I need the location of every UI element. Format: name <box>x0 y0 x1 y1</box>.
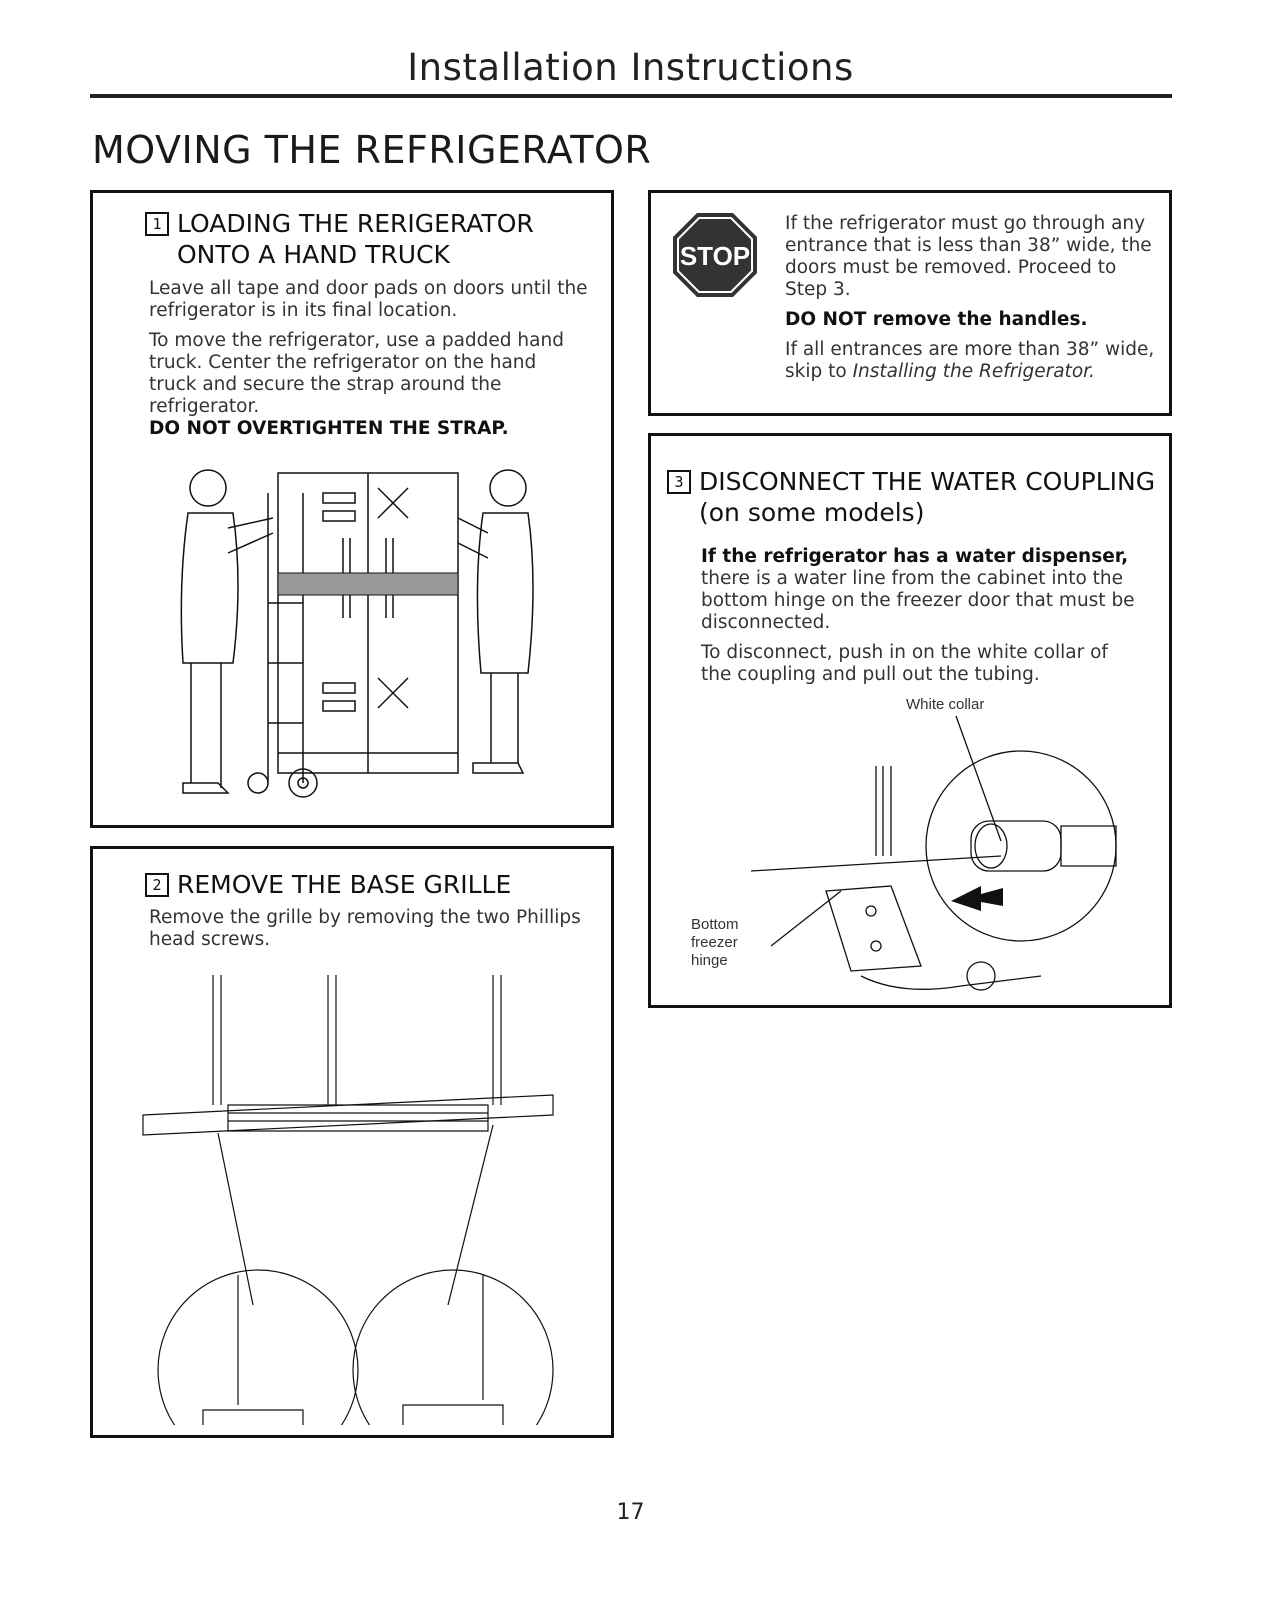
step3-number: 3 <box>667 470 691 494</box>
coupling <box>971 821 1061 871</box>
step2-text: Remove the grille by removing the two Ph… <box>149 907 589 959</box>
step1-title-line1: LOADING THE RERIGERATOR <box>177 209 534 238</box>
step3-para2: To disconnect, push in on the white coll… <box>701 642 1108 685</box>
bottom-hinge-leader <box>771 891 841 946</box>
tubing <box>1061 826 1116 866</box>
step3-title-line2: (on some models) <box>699 498 925 527</box>
detail-circle-right <box>353 1270 553 1425</box>
step2-panel: 2 REMOVE THE BASE GRILLE Remove the grill… <box>90 846 614 1438</box>
strap <box>278 573 458 595</box>
step3-text: If the refrigerator has a water dispense… <box>701 546 1141 694</box>
stop-text: If the refrigerator must go through any … <box>785 213 1157 391</box>
header-title: Installation Instructions <box>407 46 854 89</box>
detail-circle-left <box>158 1270 358 1425</box>
bottom-hinge <box>826 886 921 971</box>
step1-para1: Leave all tape and door pads on doors un… <box>149 278 588 321</box>
stop-panel: STOP If the refrigerator must go through… <box>648 190 1172 416</box>
step1-title-line2: ONTO A HAND TRUCK <box>177 240 450 269</box>
step3-heading: 3 DISCONNECT THE WATER COUPLING (on some … <box>667 466 1155 528</box>
stop-warning: DO NOT remove the handles. <box>785 309 1088 330</box>
step1-text: Leave all tape and door pads on doors un… <box>149 278 589 448</box>
stop-para2: If all entrances are more than 38” wide,… <box>785 339 1155 382</box>
svg-text:STOP: STOP <box>680 241 750 271</box>
coupling-detail-circle <box>926 751 1116 941</box>
right-person-body <box>477 513 533 673</box>
push-arrow-icon <box>951 886 1003 911</box>
step1-number: 1 <box>145 212 169 236</box>
base-grille-illustration <box>133 975 573 1425</box>
hand-truck-illustration <box>173 463 553 823</box>
page-title: MOVING THE REFRIGERATOR <box>92 128 652 172</box>
white-collar-label: White collar <box>906 696 985 713</box>
stop-sign-icon: STOP <box>673 213 757 297</box>
left-person-body <box>181 513 238 663</box>
step2-para1: Remove the grille by removing the two Ph… <box>149 907 581 950</box>
step1-panel: 1 LOADING THE RERIGERATOR ONTO A HAND TRU… <box>90 190 614 828</box>
step1-para2: To move the refrigerator, use a padded h… <box>149 330 564 417</box>
left-person-head <box>190 470 226 506</box>
step1-heading: 1 LOADING THE RERIGERATOR ONTO A HAND TRU… <box>145 208 534 270</box>
water-coupling-illustration <box>741 706 1161 996</box>
bottom-hinge-label: Bottom freezer hinge <box>691 916 739 969</box>
step2-number: 2 <box>145 873 169 897</box>
step1-warning: DO NOT OVERTIGHTEN THE STRAP. <box>149 418 509 439</box>
right-person-head <box>490 470 526 506</box>
white-collar-leader <box>956 716 1001 841</box>
header-rule <box>90 94 1172 98</box>
page-number: 17 <box>616 1500 645 1525</box>
step3-title-line1: DISCONNECT THE WATER COUPLING <box>699 467 1156 496</box>
hand-truck-wheel <box>289 769 317 797</box>
step2-title: REMOVE THE BASE GRILLE <box>177 870 512 899</box>
stop-para1: If the refrigerator must go through any … <box>785 213 1152 300</box>
step3-para1: If the refrigerator has a water dispense… <box>701 546 1135 633</box>
installing-link: Installing the Refrigerator. <box>852 361 1095 382</box>
step3-panel: 3 DISCONNECT THE WATER COUPLING (on some … <box>648 433 1172 1008</box>
step2-heading: 2 REMOVE THE BASE GRILLE <box>145 869 511 900</box>
cabinet-base <box>143 1095 553 1135</box>
base-grille <box>228 1105 488 1131</box>
